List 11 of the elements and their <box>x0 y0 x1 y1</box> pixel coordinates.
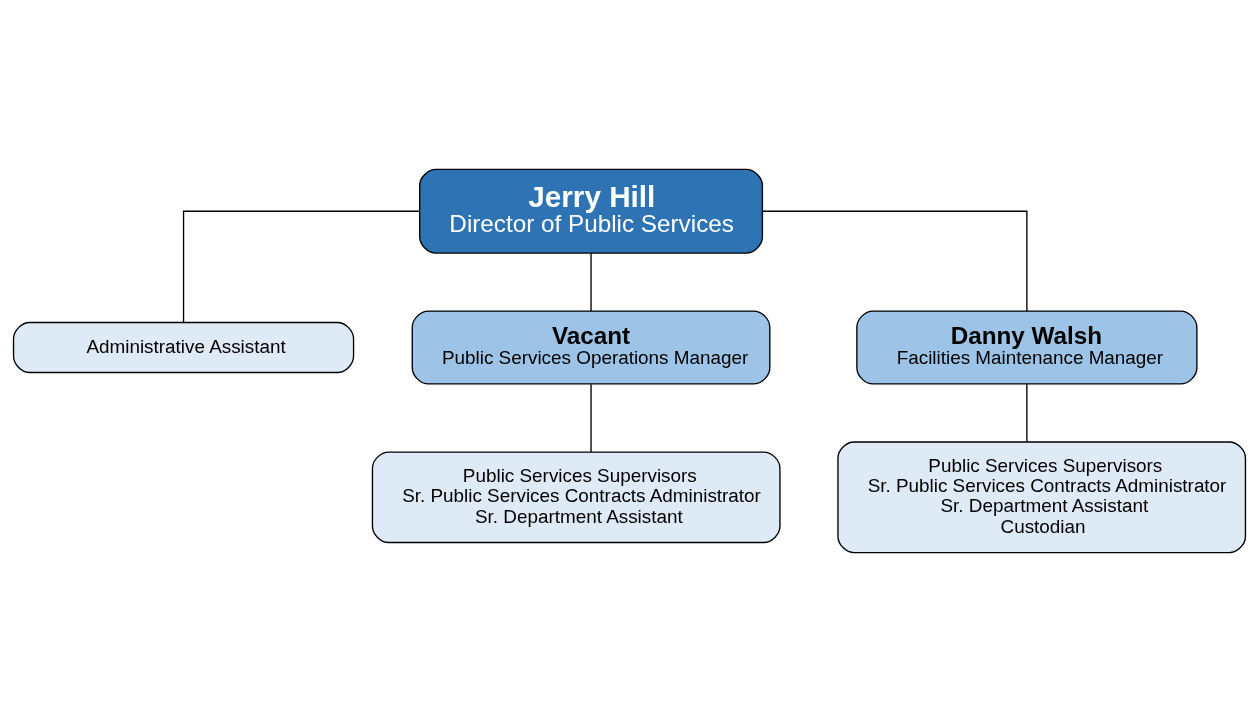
node-box: Vacant Public Services Operations Manager <box>411 309 771 385</box>
connector <box>590 382 592 453</box>
connector <box>182 210 421 323</box>
node-box: Public Services Supervisors Sr. Public Services Contracts Administrator Sr. Department Assistant <box>371 450 781 543</box>
connector <box>762 210 1028 312</box>
node-box: Jerry Hill Director of Public Services <box>419 168 764 254</box>
node-box: Administrative Assistant <box>12 321 355 373</box>
node-box: Danny Walsh Facilities Maintenance Manager <box>856 309 1198 385</box>
node-box: Public Services Supervisors Sr. Public Services Contracts Administrator Sr. Department Assistant Custodian <box>837 440 1247 553</box>
connector <box>1026 382 1028 442</box>
connector <box>590 252 592 312</box>
